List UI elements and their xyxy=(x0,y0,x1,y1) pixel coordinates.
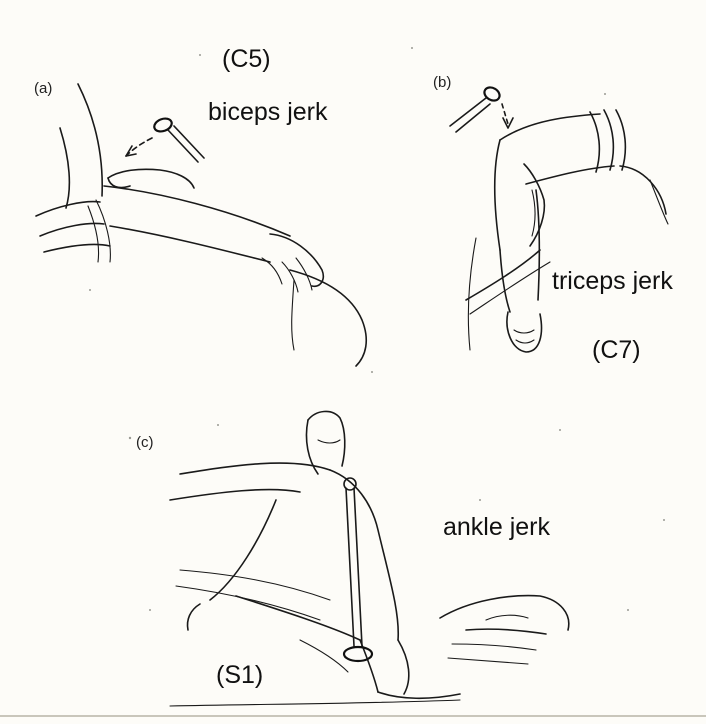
ankle-jerk-illustration xyxy=(169,410,570,707)
panel-a-letter: (a) xyxy=(34,80,53,97)
triceps-hammer xyxy=(449,86,514,133)
triceps-root-label: (C7) xyxy=(592,336,641,364)
ankle-root-label: (S1) xyxy=(216,661,264,689)
triceps-jerk-label: triceps jerk xyxy=(552,267,673,295)
panel-b-letter: (b) xyxy=(433,74,452,91)
biceps-root-label: (C5) xyxy=(222,45,271,73)
biceps-hammer xyxy=(125,117,205,163)
paper-specks xyxy=(89,47,665,611)
biceps-jerk-illustration xyxy=(35,83,368,367)
ankle-hammer xyxy=(305,410,374,663)
ankle-jerk-label: ankle jerk xyxy=(443,513,550,541)
triceps-jerk-illustration xyxy=(449,86,669,353)
panel-c-letter: (c) xyxy=(136,434,154,451)
biceps-jerk-label: biceps jerk xyxy=(208,98,328,126)
